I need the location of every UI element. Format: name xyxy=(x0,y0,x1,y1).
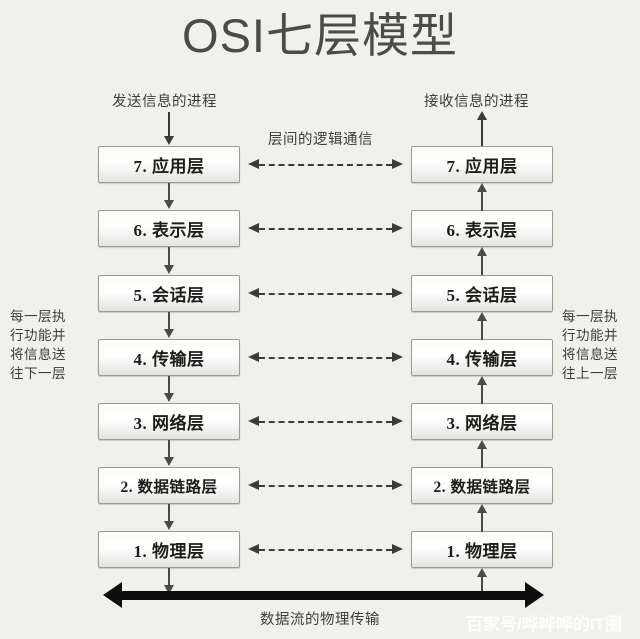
right-connector-5-6-line xyxy=(481,256,483,275)
left-connector-3-2-line xyxy=(168,440,170,459)
right-connector-6-7-line xyxy=(481,192,483,211)
peer-link-3-line xyxy=(259,420,392,423)
peer-link-layer-7 xyxy=(248,159,403,170)
peer-link-layer-3 xyxy=(248,416,403,427)
right-connector-6-7-arrow-icon xyxy=(476,183,487,192)
peer-link-1-left-arrow-icon xyxy=(248,544,259,554)
right-connector-3-4-line xyxy=(481,385,483,404)
peer-link-layer-5 xyxy=(248,288,403,299)
left-connector-4-3-line xyxy=(168,376,170,395)
peer-link-1-line xyxy=(259,548,392,551)
left-connector-6-5-arrow-icon xyxy=(163,265,174,274)
peer-link-7-line xyxy=(259,163,392,166)
right-connector-5-6-arrow-icon xyxy=(476,247,487,256)
right-connector-4-5-line xyxy=(481,321,483,340)
left-connector-1-medium-line xyxy=(168,568,170,587)
left-connector-2-1-arrow-icon xyxy=(163,521,174,530)
left-connector-2-1-line xyxy=(168,504,170,523)
right-layer-1[interactable]: 1. 物理层 xyxy=(411,531,553,568)
right-connector-2-3-line xyxy=(481,449,483,468)
page-title: OSI七层模型 xyxy=(182,9,458,62)
physical-arrow-right-head-icon xyxy=(525,582,544,608)
left-connector-3-2-arrow-icon xyxy=(163,457,174,466)
peer-link-2-left-arrow-icon xyxy=(248,480,259,490)
peer-link-2-line xyxy=(259,484,392,487)
right-connector-1-2-line xyxy=(481,513,483,532)
peer-link-5-left-arrow-icon xyxy=(248,288,259,298)
peer-link-layer-4 xyxy=(248,352,403,363)
peer-link-3-right-arrow-icon xyxy=(392,416,403,426)
peer-link-layer-2 xyxy=(248,480,403,491)
left-connector-5-4-arrow-icon xyxy=(163,329,174,338)
peer-link-6-right-arrow-icon xyxy=(392,223,403,233)
peer-link-7-right-arrow-icon xyxy=(392,159,403,169)
left-layer-2[interactable]: 2. 数据链路层 xyxy=(98,467,240,504)
left-connector-7-6-line xyxy=(168,183,170,202)
right-layer-5[interactable]: 5. 会话层 xyxy=(411,275,553,312)
right-layer-2[interactable]: 2. 数据链路层 xyxy=(411,467,553,504)
peer-link-6-left-arrow-icon xyxy=(248,223,259,233)
sender-process-label: 发送信息的进程 xyxy=(112,94,217,110)
right-connector-medium-1-line xyxy=(481,577,483,596)
peer-link-4-line xyxy=(259,356,392,359)
right-connector-1-2-arrow-icon xyxy=(476,504,487,513)
sender-process-arrow-head xyxy=(163,136,174,145)
peer-link-6-line xyxy=(259,227,392,230)
peer-link-7-left-arrow-icon xyxy=(248,159,259,169)
logical-communication-label: 层间的逻辑通信 xyxy=(268,132,373,148)
peer-link-1-right-arrow-icon xyxy=(392,544,403,554)
peer-link-layer-1 xyxy=(248,544,403,555)
left-connector-6-5-line xyxy=(168,247,170,266)
peer-link-4-right-arrow-icon xyxy=(392,352,403,362)
left-layer-5[interactable]: 5. 会话层 xyxy=(98,275,240,312)
sender-process-arrow-line xyxy=(168,112,170,138)
peer-link-5-line xyxy=(259,292,392,295)
receiver-process-label: 接收信息的进程 xyxy=(424,94,529,110)
right-layer-6[interactable]: 6. 表示层 xyxy=(411,210,553,247)
left-connector-5-4-line xyxy=(168,312,170,331)
right-layer-3[interactable]: 3. 网络层 xyxy=(411,403,553,440)
left-layer-7[interactable]: 7. 应用层 xyxy=(98,146,240,183)
bottom-caption: 数据流的物理传输 xyxy=(260,612,380,628)
right-connector-4-5-arrow-icon xyxy=(476,312,487,321)
peer-link-layer-6 xyxy=(248,223,403,234)
watermark: 百家号/哗哗哗的IT圈 xyxy=(466,615,622,634)
left-layer-3[interactable]: 3. 网络层 xyxy=(98,403,240,440)
peer-link-3-left-arrow-icon xyxy=(248,416,259,426)
right-side-note: 每一层执行功能并将信息送往上一层 xyxy=(562,309,618,381)
peer-link-4-left-arrow-icon xyxy=(248,352,259,362)
right-connector-medium-1-arrow-icon xyxy=(476,568,487,577)
peer-link-2-right-arrow-icon xyxy=(392,480,403,490)
left-layer-4[interactable]: 4. 传输层 xyxy=(98,339,240,376)
left-layer-6[interactable]: 6. 表示层 xyxy=(98,210,240,247)
peer-link-5-right-arrow-icon xyxy=(392,288,403,298)
physical-arrow-left-head-icon xyxy=(103,582,122,608)
right-connector-2-3-arrow-icon xyxy=(476,440,487,449)
receiver-process-arrow-line xyxy=(481,120,483,146)
left-side-note: 每一层执行功能并将信息送往下一层 xyxy=(10,309,66,381)
left-connector-7-6-arrow-icon xyxy=(163,200,174,209)
left-layer-1[interactable]: 1. 物理层 xyxy=(98,531,240,568)
right-connector-3-4-arrow-icon xyxy=(476,376,487,385)
right-layer-7[interactable]: 7. 应用层 xyxy=(411,146,553,183)
left-connector-1-medium-arrow-icon xyxy=(163,585,174,594)
left-connector-4-3-arrow-icon xyxy=(163,393,174,402)
right-layer-4[interactable]: 4. 传输层 xyxy=(411,339,553,376)
receiver-process-arrow-head xyxy=(476,111,487,120)
physical-transmission-bar xyxy=(121,591,525,600)
